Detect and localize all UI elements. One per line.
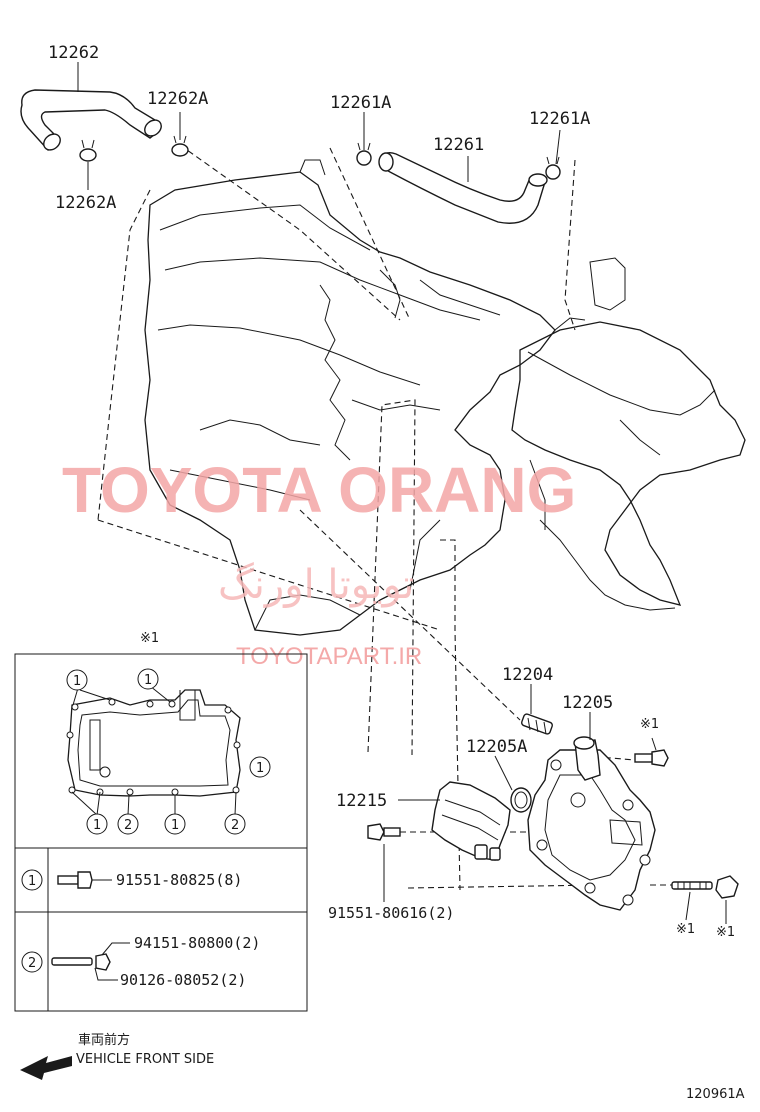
arrow-left-icon [20,1056,72,1080]
gasket-marker-1b: 1 [144,673,152,688]
legend-row1-part: 91551-80825(8) [116,871,242,889]
clamp-12261a [356,142,561,180]
note-stud: ※1 [676,922,695,937]
callout-12262a-top: 12262A [147,89,208,109]
callout-12215: 12215 [336,791,387,811]
note-bolt: ※1 [640,717,659,732]
front-label-jp: 車両前方 [78,1032,130,1048]
legend-row1-number: 1 [28,874,36,889]
gasket-marker-2a: 2 [124,818,132,833]
callout-12205: 12205 [562,693,613,713]
gasket-marker-1d: 1 [93,818,101,833]
callout-12205a: 12205A [466,737,527,757]
callout-12261a-left: 12261A [330,93,391,113]
oil-separator-cover [527,736,656,911]
pcv-hose-upper-left [20,89,162,151]
callout-12261a-right: 12261A [529,109,590,129]
watermark-title: TOYOTA ORANG [62,454,576,526]
legend-row2-part-a: 94151-80800(2) [134,934,260,952]
gasket-marker-1a: 1 [73,674,81,689]
legend-row2-number: 2 [28,956,36,971]
box-note: ※1 [140,631,159,646]
gasket-marker-1e: 1 [171,818,179,833]
gasket-marker-2b: 2 [231,818,239,833]
engine-block [144,159,746,636]
callout-12262a-bottom: 12262A [55,193,116,213]
clamp-12262a [79,135,189,162]
gasket-legend-box: ※1 1 1 1 1 2 1 2 [14,631,308,1012]
bolt-note1 [634,749,669,767]
nut [715,875,739,899]
pcv-valve [520,713,554,735]
callout-91551-80616: 91551-80616(2) [328,904,454,922]
legend-row2-part-b: 90126-08052(2) [120,971,246,989]
oil-separator [431,781,511,861]
callout-12261: 12261 [433,135,484,155]
pcv-hose-mid [378,151,548,224]
stud-and-nut-icon [51,953,111,971]
front-label-en: VEHICLE FRONT SIDE [76,1052,214,1067]
gasket-marker-1c: 1 [256,761,264,776]
watermark-site: TOYOTAPART.IR [236,643,422,670]
vehicle-front-indicator: 車両前方 VEHICLE FRONT SIDE [20,1032,214,1080]
flange-bolt-icon [57,871,93,889]
callout-leaders [77,62,727,924]
figure-id: 120961A [686,1087,745,1102]
callout-12204: 12204 [502,665,553,685]
note-nut: ※1 [716,925,735,940]
stud-bolt [671,881,713,890]
bolt-91551-80616 [367,823,401,841]
callout-12262: 12262 [48,43,99,63]
watermark-persian: تویوتا اورنگ [218,562,414,608]
seal-ring [510,787,532,813]
